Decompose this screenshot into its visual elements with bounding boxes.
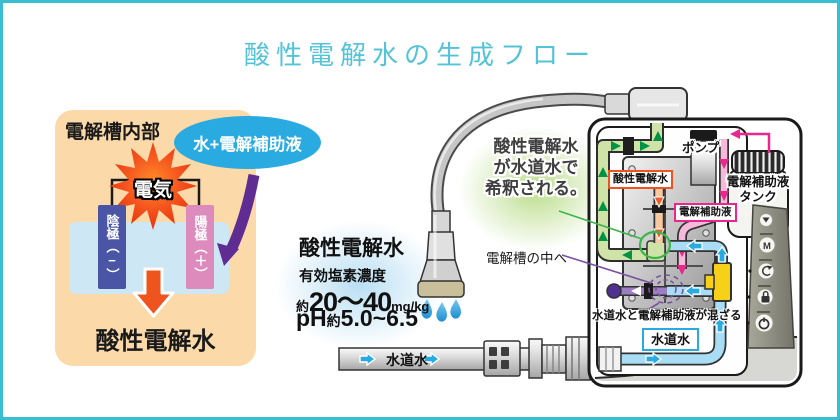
shower-head bbox=[417, 210, 465, 298]
dilution-point-circle bbox=[638, 230, 672, 260]
blue-tap-pipes bbox=[598, 239, 732, 372]
cathode-electrode: 陰極（−） bbox=[98, 205, 126, 289]
electrolyte-pipe-label: 電解補助液 bbox=[674, 203, 737, 222]
dilution-note-line: が水道水で bbox=[493, 158, 579, 177]
power-icon bbox=[758, 317, 770, 330]
power-button bbox=[754, 313, 774, 333]
tap-water-pipe bbox=[338, 336, 591, 381]
tap-water-pipe-label: 水道水 bbox=[386, 352, 428, 368]
green-pipe-loop bbox=[596, 123, 666, 262]
pump-label: ポンプ bbox=[682, 141, 720, 155]
annotation-marks bbox=[558, 210, 672, 313]
water-drops bbox=[421, 299, 461, 322]
purple-mix-pipe bbox=[606, 274, 684, 304]
tank-label-line: 電解補助液 bbox=[726, 175, 790, 189]
chlorine-value-row: 約 20〜40 mg/kg bbox=[296, 280, 429, 319]
acid-water-pipe-label: 酸性電解水 bbox=[608, 170, 673, 189]
mixing-swirl bbox=[655, 279, 677, 299]
page-title: 酸性電解水の生成フロー bbox=[243, 41, 596, 70]
input-bubble: 水+電解補助液 bbox=[174, 116, 321, 169]
ph-value-row: pH 約 5.0~6.5 bbox=[296, 305, 418, 332]
ph-range: 5.0~6.5 bbox=[340, 305, 419, 331]
product-title: 酸性電解水 bbox=[299, 237, 404, 260]
dilution-note-line: 希釈される。 bbox=[485, 179, 587, 198]
cycle-icon bbox=[761, 265, 771, 276]
blue-glow bbox=[275, 221, 445, 349]
mode-button-label: M bbox=[763, 241, 771, 252]
electricity-label: 電気 bbox=[133, 180, 172, 201]
shower-hose bbox=[430, 92, 615, 223]
ph-label: pH bbox=[296, 305, 327, 331]
down-flow-arrow bbox=[132, 267, 175, 318]
mixing-leader-line bbox=[643, 302, 660, 313]
cycle-button bbox=[757, 262, 775, 280]
lock-icon bbox=[761, 290, 770, 303]
dilution-leader-line bbox=[558, 210, 643, 240]
chlorine-range: 20〜40 bbox=[309, 287, 392, 317]
control-panel: M bbox=[746, 204, 795, 349]
mode-button bbox=[758, 236, 776, 254]
panel-output-label: 酸性電解水 bbox=[95, 328, 216, 355]
down-triangle-icon bbox=[762, 217, 770, 223]
cell-plate bbox=[622, 156, 716, 310]
dilution-note-line: 酸性電解水 bbox=[493, 137, 579, 156]
dilution-note: 酸性電解水 が水道水で 希釈される。 bbox=[461, 136, 611, 199]
tap-water-box-label: 水道水 bbox=[642, 328, 700, 351]
into-cell-note: 電解槽の中へ bbox=[486, 251, 567, 266]
ph-approx: 約 bbox=[326, 313, 341, 329]
tank-label-line: タンク bbox=[739, 190, 777, 204]
pump bbox=[690, 130, 717, 186]
mixing-note: 水道水と電解補助液が混ざる bbox=[592, 310, 742, 322]
hose-connector bbox=[604, 87, 688, 122]
tank-label: 電解補助液 タンク bbox=[725, 175, 791, 205]
yellow-t-junction bbox=[712, 262, 732, 302]
panel-heading: 電解槽内部 bbox=[65, 122, 161, 143]
chlorine-label: 有効塩素濃度 bbox=[299, 269, 386, 285]
input-arrow bbox=[217, 173, 260, 266]
chlorine-approx: 約 bbox=[296, 299, 310, 314]
electricity-starburst bbox=[109, 142, 197, 230]
green-glow bbox=[459, 127, 613, 251]
anode-electrode: 陽極（＋） bbox=[186, 205, 214, 289]
into-cell-leader-line bbox=[561, 254, 652, 284]
chlorine-unit: mg/kg bbox=[391, 299, 430, 314]
